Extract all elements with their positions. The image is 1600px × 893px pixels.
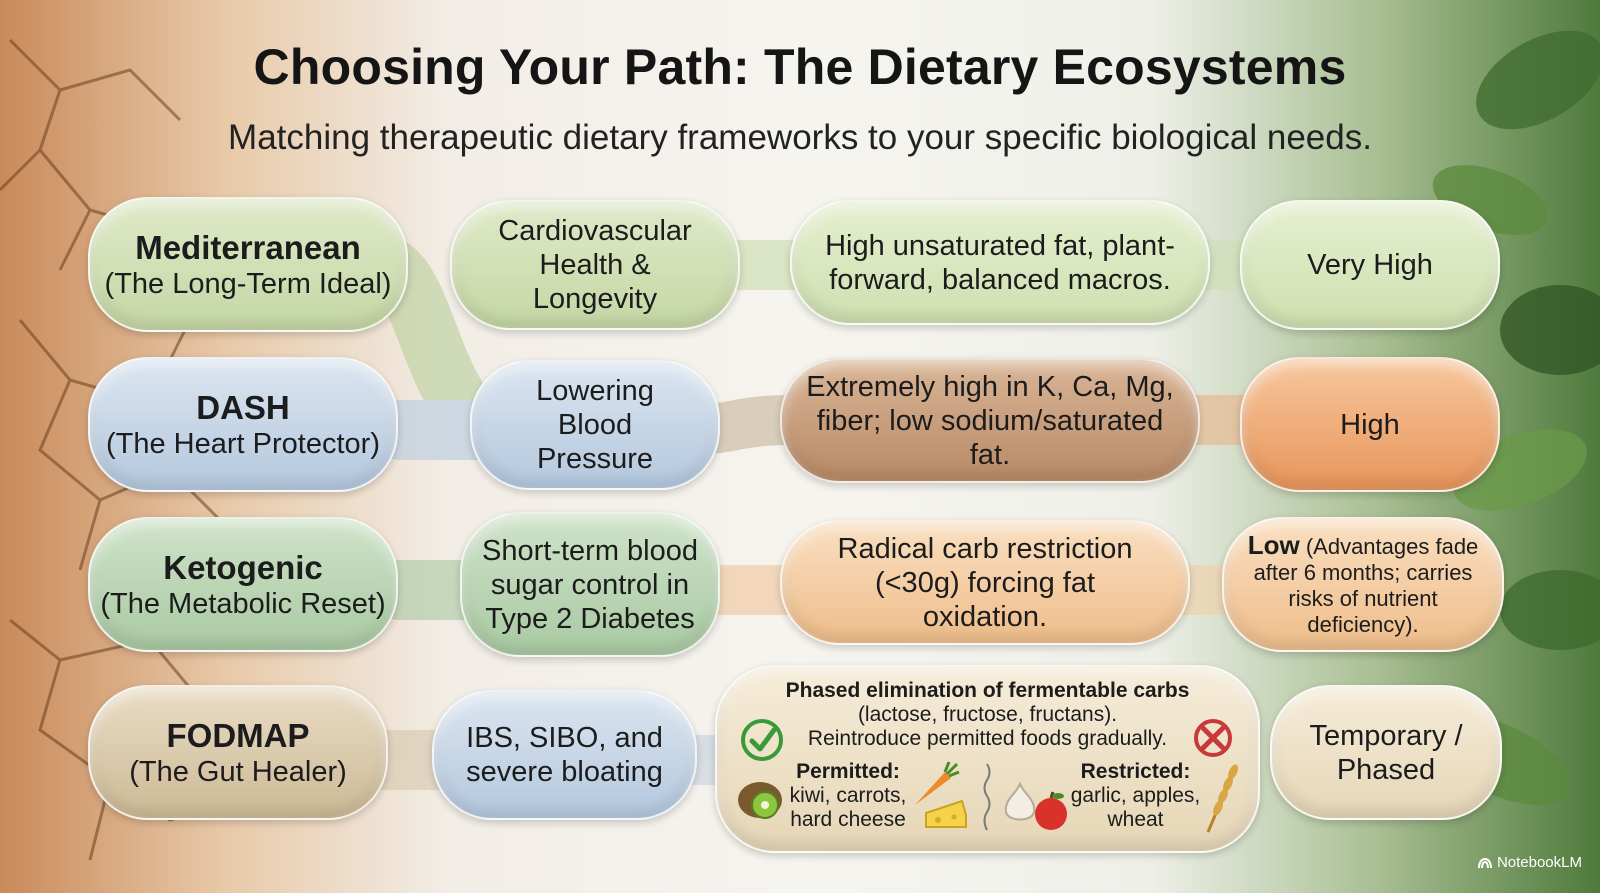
sustainability-text: Temporary / Phased	[1309, 719, 1463, 786]
approach-text: High unsaturated fat, plant-forward, bal…	[825, 229, 1175, 296]
diet-dash: DASH (The Heart Protector)	[88, 357, 398, 492]
diet-name: DASH	[196, 388, 290, 426]
diet-tagline: (The Metabolic Reset)	[100, 587, 386, 620]
goal-text: IBS, SIBO, and severe bloating	[466, 722, 663, 788]
diet-fodmap: FODMAP (The Gut Healer)	[88, 685, 388, 820]
approach-text: Radical carb restriction (<30g) forcing …	[837, 532, 1133, 633]
cheese-icon	[925, 799, 967, 828]
approach-fodmap: Phased elimination of fermentable carbs …	[715, 665, 1260, 853]
goal-fodmap: IBS, SIBO, and severe bloating	[432, 690, 697, 820]
permitted-list: Permitted: kiwi, carrots, hard cheese	[788, 760, 908, 832]
sustainability-label: Low	[1247, 529, 1300, 560]
notebooklm-logo-icon	[1477, 857, 1492, 868]
approach-dash: Extremely high in K, Ca, Mg, fiber; low …	[780, 358, 1200, 483]
diet-mediterranean: Mediterranean (The Long-Term Ideal)	[88, 197, 408, 332]
check-icon	[741, 719, 783, 761]
goal-mediterranean: Cardiovascular Health & Longevity	[450, 200, 740, 330]
goal-ketogenic: Short-term blood sugar control in Type 2…	[460, 512, 720, 657]
goal-text: Lowering Blood Pressure	[536, 375, 654, 475]
approach-text: Extremely high in K, Ca, Mg, fiber; low …	[806, 370, 1174, 471]
restricted-list: Restricted: garlic, apples, wheat	[1068, 760, 1203, 832]
cross-icon	[1194, 719, 1232, 757]
garlic-icon	[1004, 781, 1036, 821]
diet-tagline: (The Long-Term Ideal)	[104, 267, 392, 300]
diet-name: Ketogenic	[163, 548, 323, 586]
sustainability-mediterranean: Very High	[1240, 200, 1500, 330]
divider-icon	[983, 763, 991, 831]
sustainability-fodmap: Temporary / Phased	[1270, 685, 1502, 820]
apple-icon	[1035, 791, 1067, 830]
watermark: NotebookLM	[1477, 854, 1582, 871]
sustainability-ketogenic: Low (Advantages fade after 6 months; car…	[1222, 517, 1504, 652]
goal-dash: Lowering Blood Pressure	[470, 360, 720, 490]
approach-ketogenic: Radical carb restriction (<30g) forcing …	[780, 520, 1190, 645]
diet-tagline: (The Gut Healer)	[129, 755, 347, 788]
goal-text: Cardiovascular Health & Longevity	[498, 215, 692, 315]
diet-name: Mediterranean	[135, 228, 361, 266]
diet-name: FODMAP	[166, 716, 310, 754]
restricted-items: garlic, apples, wheat	[1070, 784, 1201, 831]
sustainability-text: Low (Advantages fade after 6 months; car…	[1234, 532, 1492, 638]
page-subtitle: Matching therapeutic dietary frameworks …	[228, 118, 1372, 157]
sustainability-note: (Advantages fade after 6 months; carries…	[1253, 533, 1479, 637]
kiwi-icon	[738, 782, 782, 819]
restricted-label: Restricted:	[1080, 760, 1191, 783]
diet-ketogenic: Ketogenic (The Metabolic Reset)	[88, 517, 398, 652]
approach-mediterranean: High unsaturated fat, plant-forward, bal…	[790, 200, 1210, 325]
sustainability-text: High	[1340, 408, 1400, 441]
permitted-label: Permitted:	[796, 760, 900, 783]
diet-tagline: (The Heart Protector)	[106, 427, 380, 460]
sustainability-text: Very High	[1307, 249, 1433, 281]
goal-text: Short-term blood sugar control in Type 2…	[482, 534, 698, 635]
wheat-icon	[1206, 764, 1238, 833]
carrot-icon	[915, 761, 960, 805]
sustainability-dash: High	[1240, 357, 1500, 492]
page-title: Choosing Your Path: The Dietary Ecosyste…	[253, 39, 1347, 95]
permitted-items: kiwi, carrots, hard cheese	[789, 784, 907, 831]
watermark-text: NotebookLM	[1496, 854, 1582, 871]
approach-title: Phased elimination of fermentable carbs	[785, 679, 1190, 702]
approach-text: (lactose, fructose, fructans). Reintrodu…	[807, 703, 1168, 750]
